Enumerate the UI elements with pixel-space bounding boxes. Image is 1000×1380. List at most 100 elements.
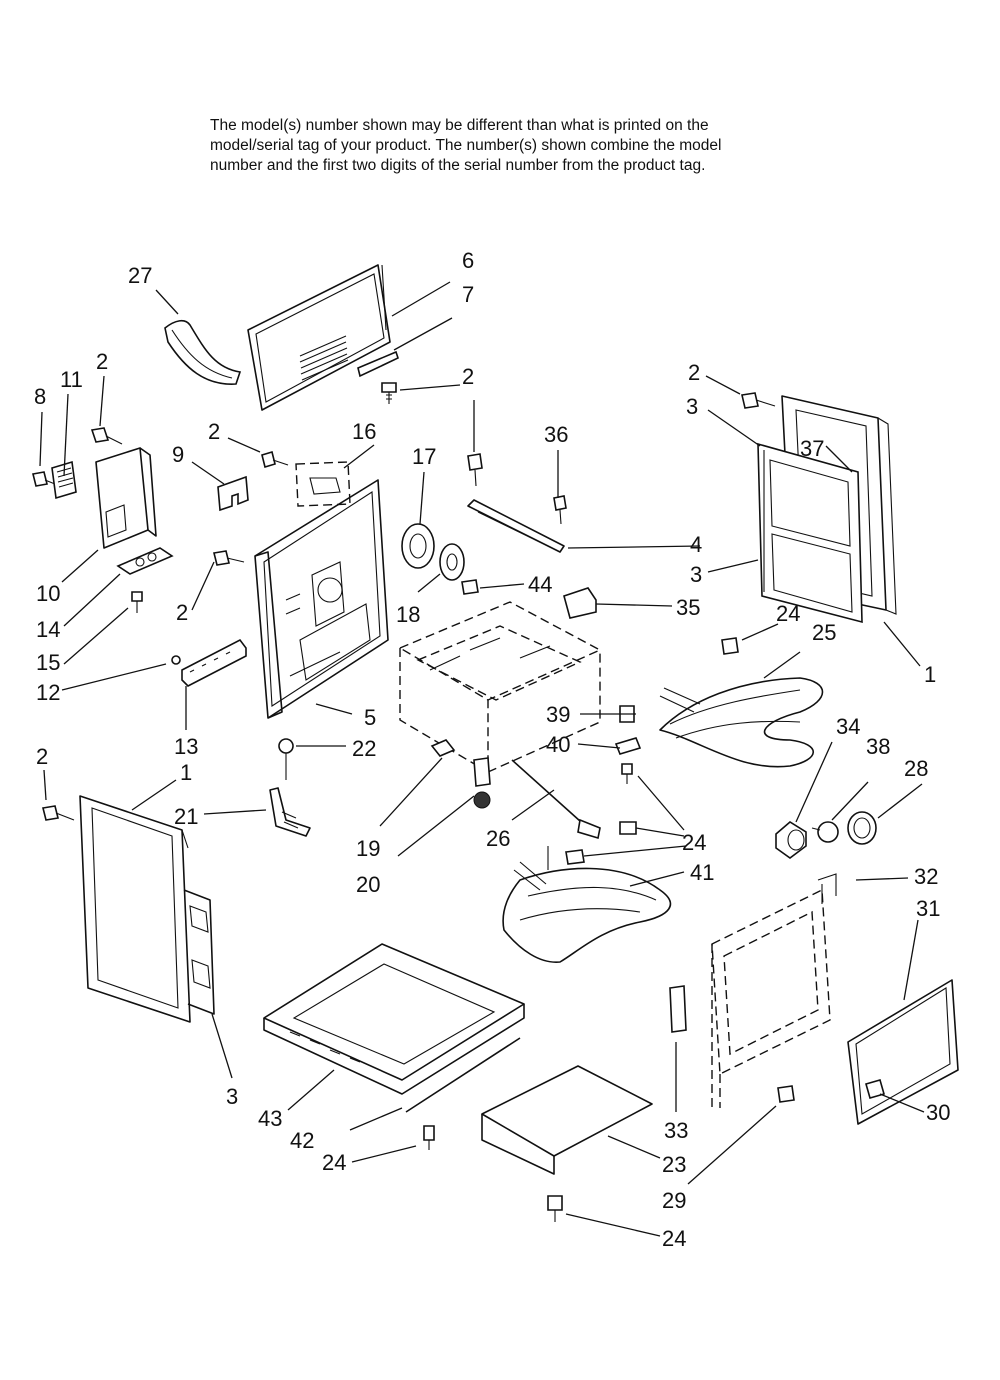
part-3-left-insulation: [183, 889, 215, 1015]
note-line: The model(s) number shown may be differe…: [210, 117, 709, 134]
callout-3: 3: [686, 394, 698, 419]
leader-lines: [39, 281, 925, 1237]
screw-icon: [553, 495, 567, 525]
callout-38: 38: [866, 734, 890, 759]
callout-41: 41: [690, 860, 714, 885]
screw-icon: [721, 637, 739, 655]
part-7-trim-strip: [357, 350, 399, 378]
callout-labels: 27 6 7 2 8 11 2 2 16 9 17 36 2 3 37 4 3 …: [34, 248, 950, 1251]
screw-icon: [213, 550, 245, 566]
part-3-right-insulation: [757, 442, 863, 624]
part-18-fan-blade: [439, 543, 465, 581]
callout-8: 8: [34, 384, 46, 409]
callout-22: 22: [352, 736, 376, 761]
part-42-rod: [405, 1037, 521, 1113]
callout-32: 32: [914, 864, 938, 889]
callout-29: 29: [662, 1188, 686, 1213]
callout-40: 40: [546, 732, 570, 757]
screw-icon: [261, 450, 289, 469]
screw-icon: [621, 763, 633, 784]
callout-3: 3: [226, 1084, 238, 1109]
callout-23: 23: [662, 1152, 686, 1177]
part-29-screw: [777, 1085, 795, 1103]
screw-icon: [547, 1195, 563, 1222]
callout-12: 12: [36, 680, 60, 705]
callout-34: 34: [836, 714, 860, 739]
callout-39: 39: [546, 702, 570, 727]
callout-35: 35: [676, 595, 700, 620]
part-17-fan: [401, 523, 435, 569]
callout-2: 2: [688, 360, 700, 385]
callout-44: 44: [528, 572, 552, 597]
callout-42: 42: [290, 1128, 314, 1153]
part-6-top-panel: [247, 264, 391, 411]
callout-14: 14: [36, 617, 60, 642]
callout-36: 36: [544, 422, 568, 447]
oven-cavity-frame: [398, 601, 602, 774]
callout-2: 2: [36, 744, 48, 769]
callout-24: 24: [322, 1150, 346, 1175]
note-line: model/serial tag of your product. The nu…: [210, 137, 722, 154]
screw-icon: [32, 471, 61, 487]
part-35-block: [563, 587, 597, 619]
callout-30: 30: [926, 1100, 950, 1125]
part-23-bottom-panel: [481, 1065, 653, 1175]
callout-24: 24: [682, 830, 706, 855]
screw-icon: [619, 821, 637, 835]
part-16-bracket: [295, 461, 351, 507]
callout-43: 43: [258, 1106, 282, 1131]
part-15-screw: [131, 591, 143, 613]
screw-icon: [42, 805, 75, 821]
part-30-screw: [865, 1079, 885, 1099]
callout-24: 24: [776, 601, 800, 626]
callout-31: 31: [916, 896, 940, 921]
callout-11: 11: [60, 367, 83, 392]
part-5-back-panel: [254, 479, 389, 719]
callout-2: 2: [96, 349, 108, 374]
callout-25: 25: [812, 620, 836, 645]
callout-18: 18: [396, 602, 420, 627]
callout-16: 16: [352, 419, 376, 444]
part-33-hinge: [669, 985, 687, 1033]
part-43-cooktop: [263, 943, 525, 1095]
part-44-screw: [461, 579, 479, 595]
part-41-bake-element: [502, 846, 672, 963]
part-28-lens: [847, 811, 877, 845]
callout-27: 27: [128, 263, 152, 288]
callout-26: 26: [486, 826, 510, 851]
part-31-gasket: [847, 979, 959, 1125]
callout-5: 5: [364, 705, 376, 730]
part-26-probe: [511, 759, 601, 840]
part-1-left-side-panel: [79, 795, 191, 1023]
part-25-broil-element: [659, 677, 824, 768]
callout-7: 7: [462, 282, 474, 307]
callout-33: 33: [664, 1118, 688, 1143]
callout-2: 2: [176, 600, 188, 625]
part-38-bulb: [811, 821, 839, 843]
callout-1: 1: [180, 760, 192, 785]
note-line: number and the first two digits of the s…: [210, 157, 706, 174]
part-12-13-switch-block: [171, 638, 247, 687]
screw-icon: [565, 849, 585, 865]
callout-24: 24: [662, 1226, 686, 1251]
part-21-bracket: [269, 787, 311, 837]
model-number-note: The model(s) number shown may be differe…: [210, 116, 810, 176]
part-32-door-frame: [711, 873, 837, 1108]
callout-15: 15: [36, 650, 60, 675]
part-40-clip: [614, 737, 642, 755]
part-10-bracket-box: [95, 447, 157, 549]
screw-icon: [741, 392, 776, 409]
callout-6: 6: [462, 248, 474, 273]
callout-19: 19: [356, 836, 380, 861]
part-4-bracket: [467, 499, 565, 553]
callout-21: 21: [174, 804, 198, 829]
callout-2: 2: [208, 419, 220, 444]
callout-20: 20: [356, 872, 380, 897]
part-27-curved-strip: [164, 319, 242, 385]
part-20-thermostat: [473, 757, 491, 809]
callout-2: 2: [462, 364, 474, 389]
callout-9: 9: [172, 442, 184, 467]
screw-icon: [90, 427, 123, 445]
callout-37: 37: [800, 436, 824, 461]
